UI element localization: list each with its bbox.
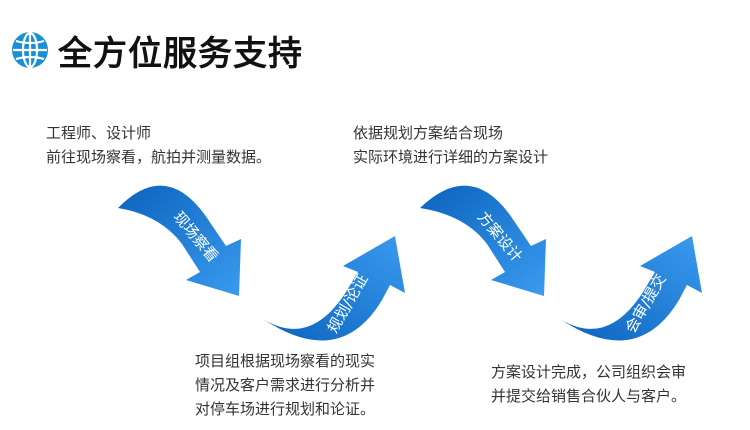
- description-line: 实际环境进行详细的方案设计: [353, 148, 549, 166]
- step-arrow-2: 规划/论证: [263, 236, 405, 341]
- description-line: 项目组根据现场察看的现实: [195, 352, 376, 370]
- page-header: 全方位服务支持: [10, 27, 303, 74]
- description-planning: 项目组根据现场察看的现实 情况及客户需求进行分析并 对停车场进行规划和论证。: [195, 349, 375, 421]
- description-site-survey: 工程师、设计师 前往现场察看，航拍并测量数据。: [46, 121, 271, 169]
- description-line: 前往现场察看，航拍并测量数据。: [46, 148, 272, 166]
- description-line: 方案设计完成，公司组织会审: [491, 363, 687, 381]
- step-arrow-1: 现场察看: [118, 185, 241, 296]
- step-arrow-3: 方案设计: [420, 185, 546, 296]
- page-title: 全方位服务支持: [58, 33, 303, 74]
- description-design: 依据规划方案结合现场 实际环境进行详细的方案设计: [353, 121, 548, 169]
- description-line: 情况及客户需求进行分析并: [195, 376, 376, 394]
- globe-icon: [12, 31, 48, 69]
- description-line: 对停车场进行规划和论证。: [195, 400, 376, 418]
- description-review: 方案设计完成，公司组织会审 并提交给销售合伙人与客户。: [491, 360, 686, 408]
- description-line: 依据规划方案结合现场: [353, 124, 504, 142]
- description-line: 并提交给销售合伙人与客户。: [491, 387, 687, 405]
- step-arrow-4: 会审/提交: [560, 236, 702, 341]
- description-line: 工程师、设计师: [46, 124, 152, 142]
